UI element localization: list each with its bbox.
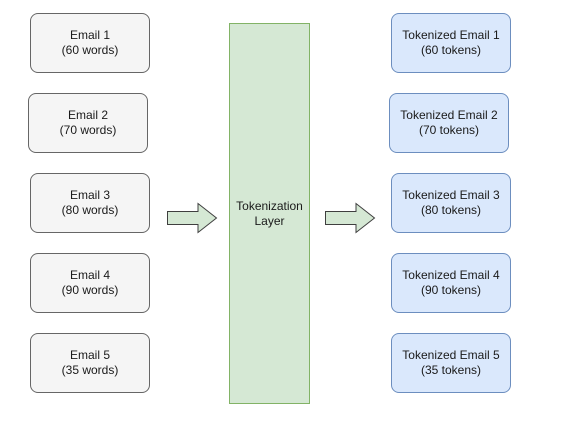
tokenized-email-5-title: Tokenized Email 5	[402, 348, 500, 362]
tokenization-layer-label-line1: Tokenization	[236, 198, 303, 213]
tokenized-email-2: Tokenized Email 2 (70 tokens)	[389, 93, 509, 153]
tokenized-email-5: Tokenized Email 5 (35 tokens)	[391, 333, 511, 393]
input-email-2-detail: (70 words)	[59, 123, 117, 137]
input-email-1-title: Email 1	[69, 28, 110, 42]
tokenized-email-3-detail: (80 tokens)	[420, 203, 482, 217]
input-email-4-title: Email 4	[69, 268, 110, 282]
input-email-2-title: Email 2	[67, 108, 108, 122]
input-email-3-detail: (80 words)	[61, 203, 119, 217]
right-arrow-icon	[325, 202, 376, 234]
tokenization-layer: Tokenization Layer	[229, 23, 310, 404]
tokenized-email-1: Tokenized Email 1 (60 tokens)	[391, 13, 511, 73]
tokenized-email-2-title: Tokenized Email 2	[400, 108, 498, 122]
input-email-2: Email 2 (70 words)	[28, 93, 148, 153]
tokenized-email-3: Tokenized Email 3 (80 tokens)	[391, 173, 511, 233]
right-arrow-icon	[167, 202, 218, 234]
tokenization-layer-label-line2: Layer	[254, 213, 285, 228]
input-email-4: Email 4 (90 words)	[30, 253, 150, 313]
tokenized-email-1-title: Tokenized Email 1	[402, 28, 500, 42]
input-email-3: Email 3 (80 words)	[30, 173, 150, 233]
tokenized-email-1-detail: (60 tokens)	[420, 43, 482, 57]
input-email-5: Email 5 (35 words)	[30, 333, 150, 393]
tokenized-email-2-detail: (70 tokens)	[418, 123, 480, 137]
input-email-5-title: Email 5	[69, 348, 110, 362]
input-email-4-detail: (90 words)	[61, 283, 119, 297]
tokenized-email-5-detail: (35 tokens)	[420, 363, 482, 377]
input-email-3-title: Email 3	[69, 188, 110, 202]
input-email-1-detail: (60 words)	[61, 43, 119, 57]
tokenized-email-4-title: Tokenized Email 4	[402, 268, 500, 282]
tokenized-email-4-detail: (90 tokens)	[420, 283, 482, 297]
input-email-5-detail: (35 words)	[61, 363, 119, 377]
tokenized-email-3-title: Tokenized Email 3	[402, 188, 500, 202]
input-email-1: Email 1 (60 words)	[30, 13, 150, 73]
tokenized-email-4: Tokenized Email 4 (90 tokens)	[391, 253, 511, 313]
